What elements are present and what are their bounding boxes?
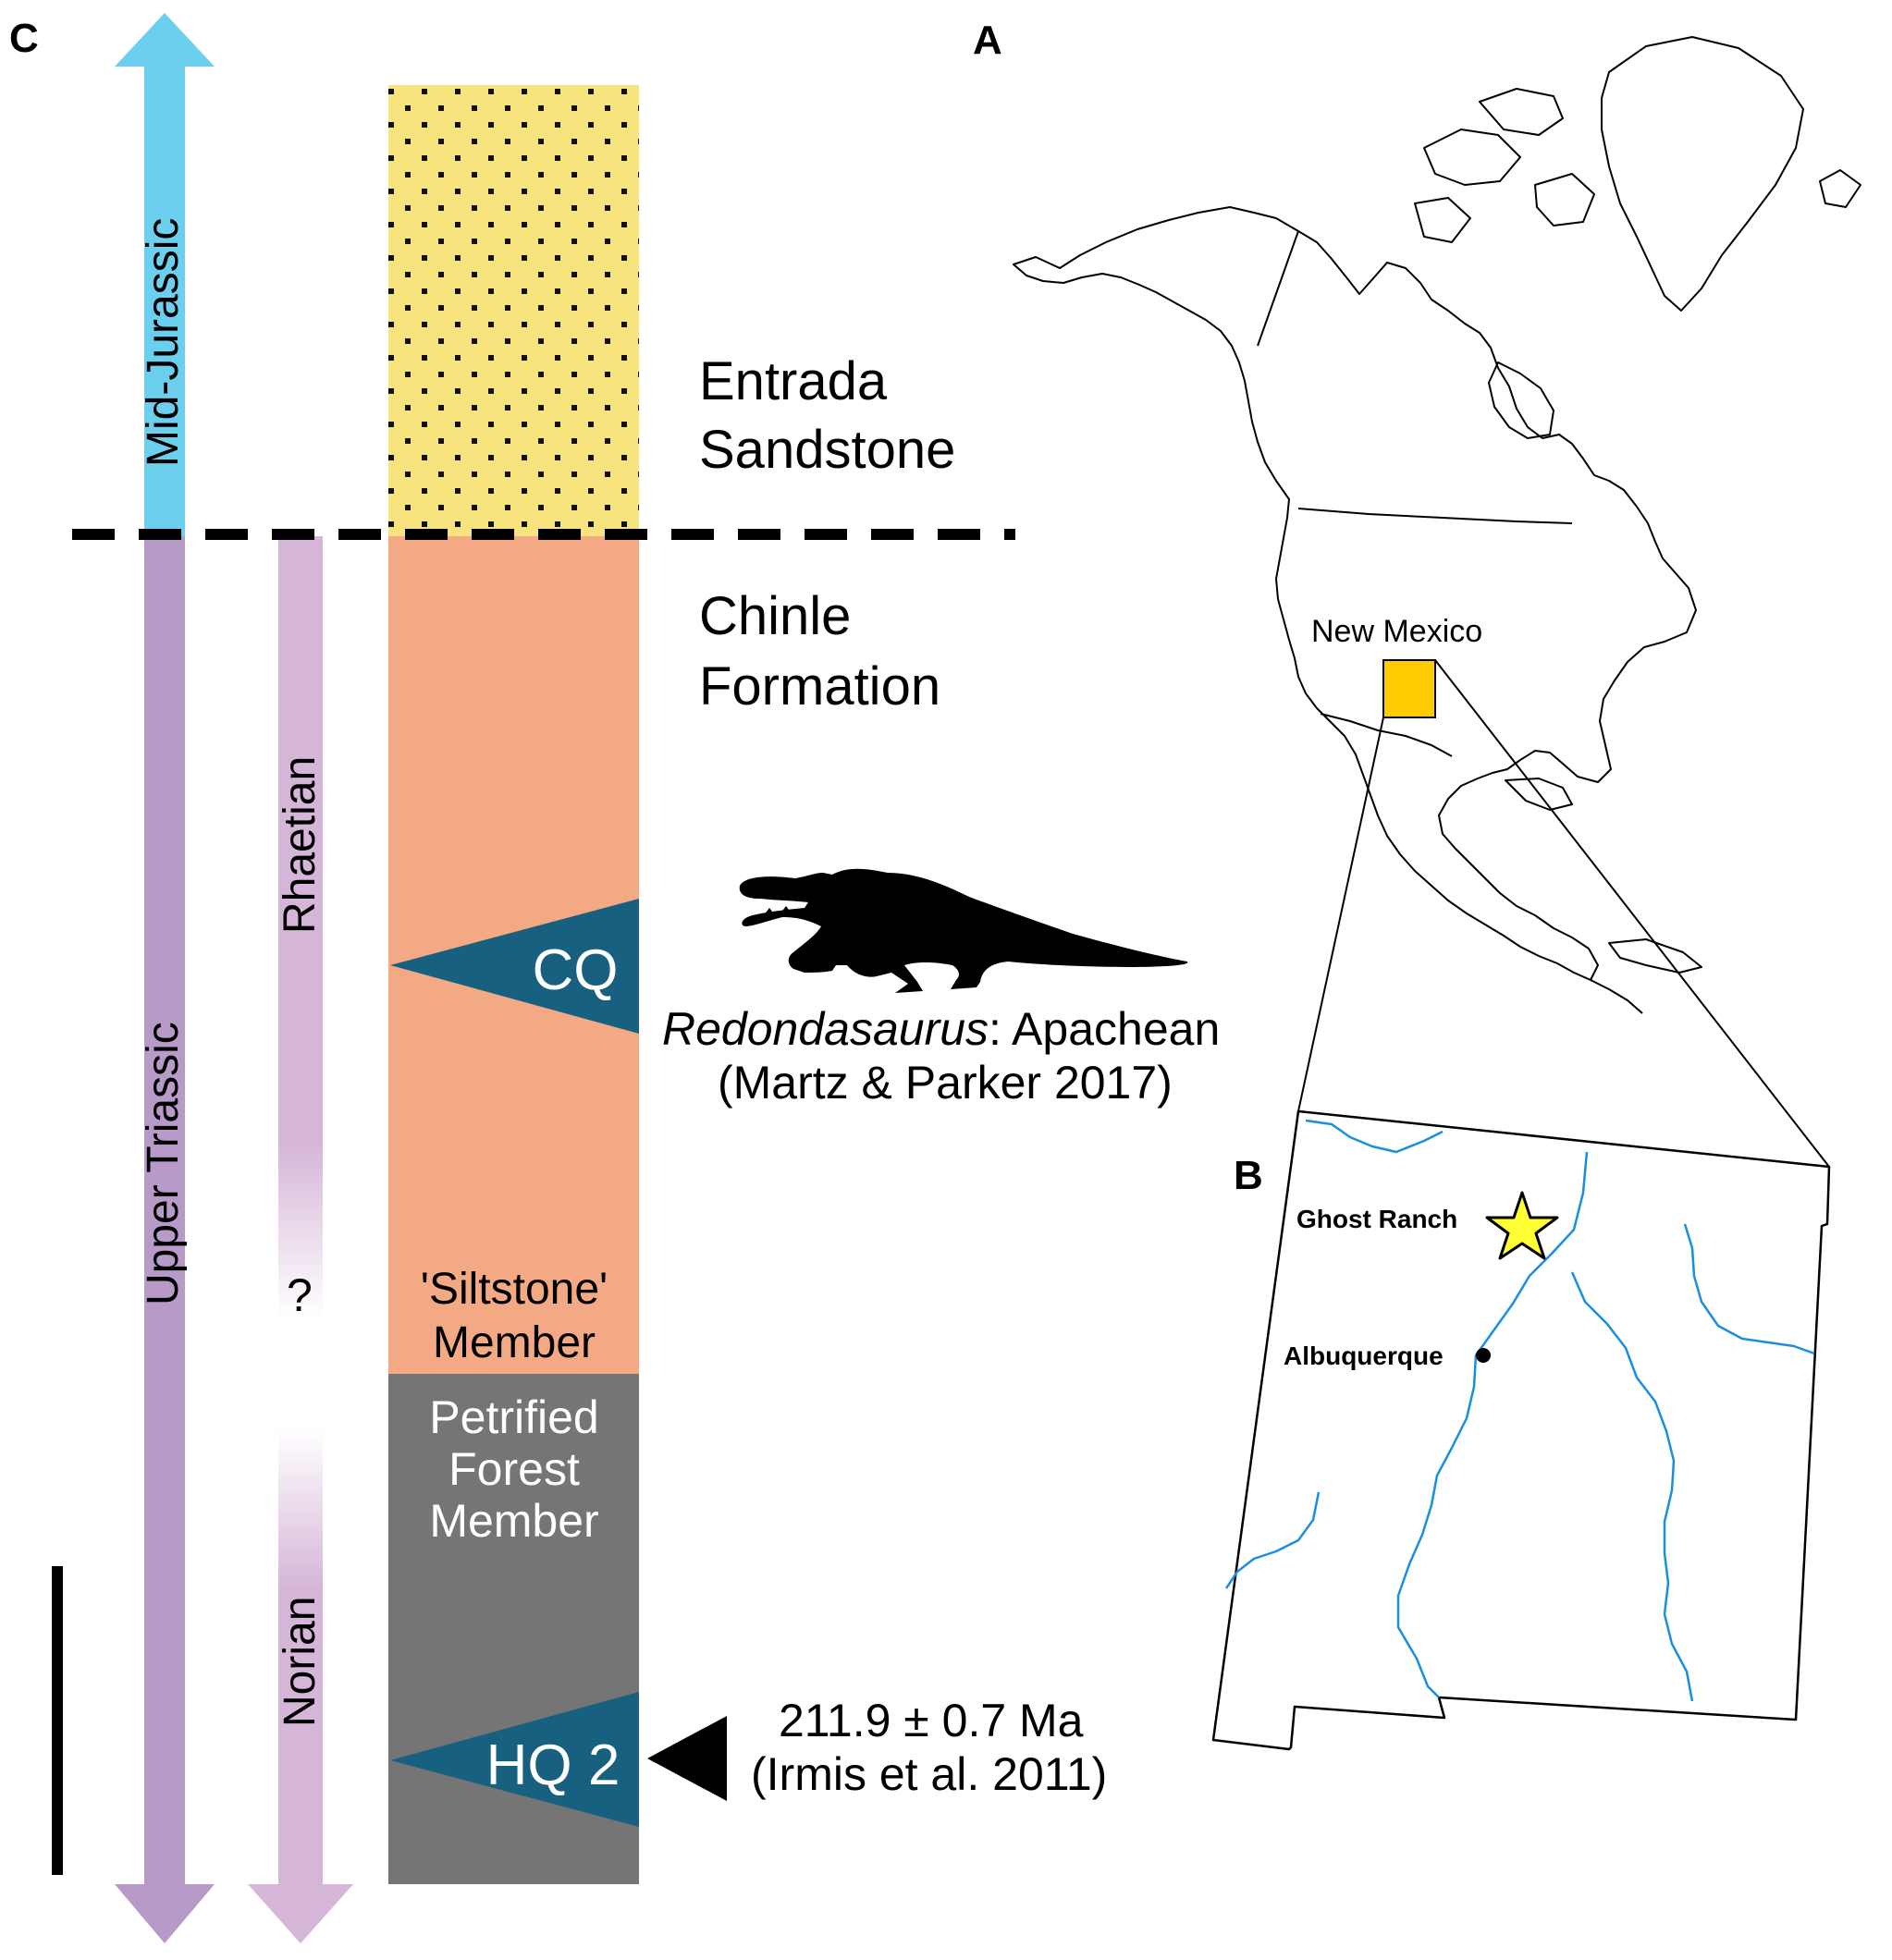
chinle-label-line2: Formation xyxy=(699,656,940,717)
triassic-label: Upper Triassic xyxy=(139,1022,188,1305)
jurassic-arrow xyxy=(115,13,215,536)
petrified-forest-label-line3: Member xyxy=(429,1495,598,1547)
entrada-label-line1: Entrada xyxy=(699,351,888,411)
petrified-forest-label-line2: Forest xyxy=(448,1443,580,1495)
zoom-line-left xyxy=(1297,717,1384,1112)
gila-river xyxy=(1224,1491,1321,1589)
albuquerque-dot xyxy=(1476,1348,1491,1363)
entrada-sandstone-unit xyxy=(388,85,639,536)
scale-bar xyxy=(52,1566,63,1875)
zoom-line-right xyxy=(1434,659,1830,1168)
jurassic-label: Mid-Jurassic xyxy=(139,218,188,467)
panel-c-letter: C xyxy=(9,16,39,61)
radiometric-date-reference: (Irmis et al. 2011) xyxy=(751,1748,1107,1800)
chinle-label-line1: Chinle xyxy=(699,586,851,646)
siltstone-label-line2: Member xyxy=(433,1318,596,1367)
radiometric-date: 211.9 ± 0.7 Ma xyxy=(779,1695,1084,1746)
panel-b-letter: B xyxy=(1234,1153,1263,1198)
redondasaurus-annotation: Redondasaurus: Apachean xyxy=(662,1003,1220,1055)
redondasaurus-age: : Apachean xyxy=(989,1003,1220,1055)
redondasaurus-silhouette xyxy=(739,868,1188,993)
redondasaurus-reference: (Martz & Parker 2017) xyxy=(718,1057,1173,1109)
ghost-ranch-label: Ghost Ranch xyxy=(1296,1205,1457,1233)
new-mexico-map xyxy=(1211,1109,1831,1751)
entrada-label-line2: Sandstone xyxy=(699,420,955,480)
triassic-arrow xyxy=(115,536,215,1943)
albuquerque-label: Albuquerque xyxy=(1284,1341,1444,1370)
uncertain-boundary-mark: ? xyxy=(287,1269,313,1321)
stage-arrow xyxy=(248,536,353,1943)
san-juan-river xyxy=(1305,1119,1444,1154)
hq2-label: HQ 2 xyxy=(486,1733,620,1797)
petrified-forest-label-line1: Petrified xyxy=(429,1391,598,1443)
north-america-map xyxy=(1013,36,1861,1014)
pecos-river xyxy=(1570,1271,1694,1702)
redondasaurus-taxon: Redondasaurus xyxy=(662,1003,989,1055)
date-pointer-arrow xyxy=(647,1716,727,1801)
new-mexico-highlight xyxy=(1382,659,1436,718)
cq-label: CQ xyxy=(533,938,619,1002)
panel-a-letter: A xyxy=(973,18,1002,63)
ghost-ranch-star xyxy=(1485,1191,1559,1260)
rhaetian-label: Rhaetian xyxy=(276,756,325,934)
siltstone-label-line1: 'Siltstone' xyxy=(421,1265,608,1314)
cq-locality-triangle xyxy=(390,899,639,1034)
norian-label: Norian xyxy=(276,1597,325,1727)
rio-grande-river xyxy=(1396,1151,1589,1698)
hq2-locality-triangle xyxy=(390,1692,639,1827)
canadian-river xyxy=(1683,1223,1815,1355)
new-mexico-label: New Mexico xyxy=(1311,614,1482,649)
